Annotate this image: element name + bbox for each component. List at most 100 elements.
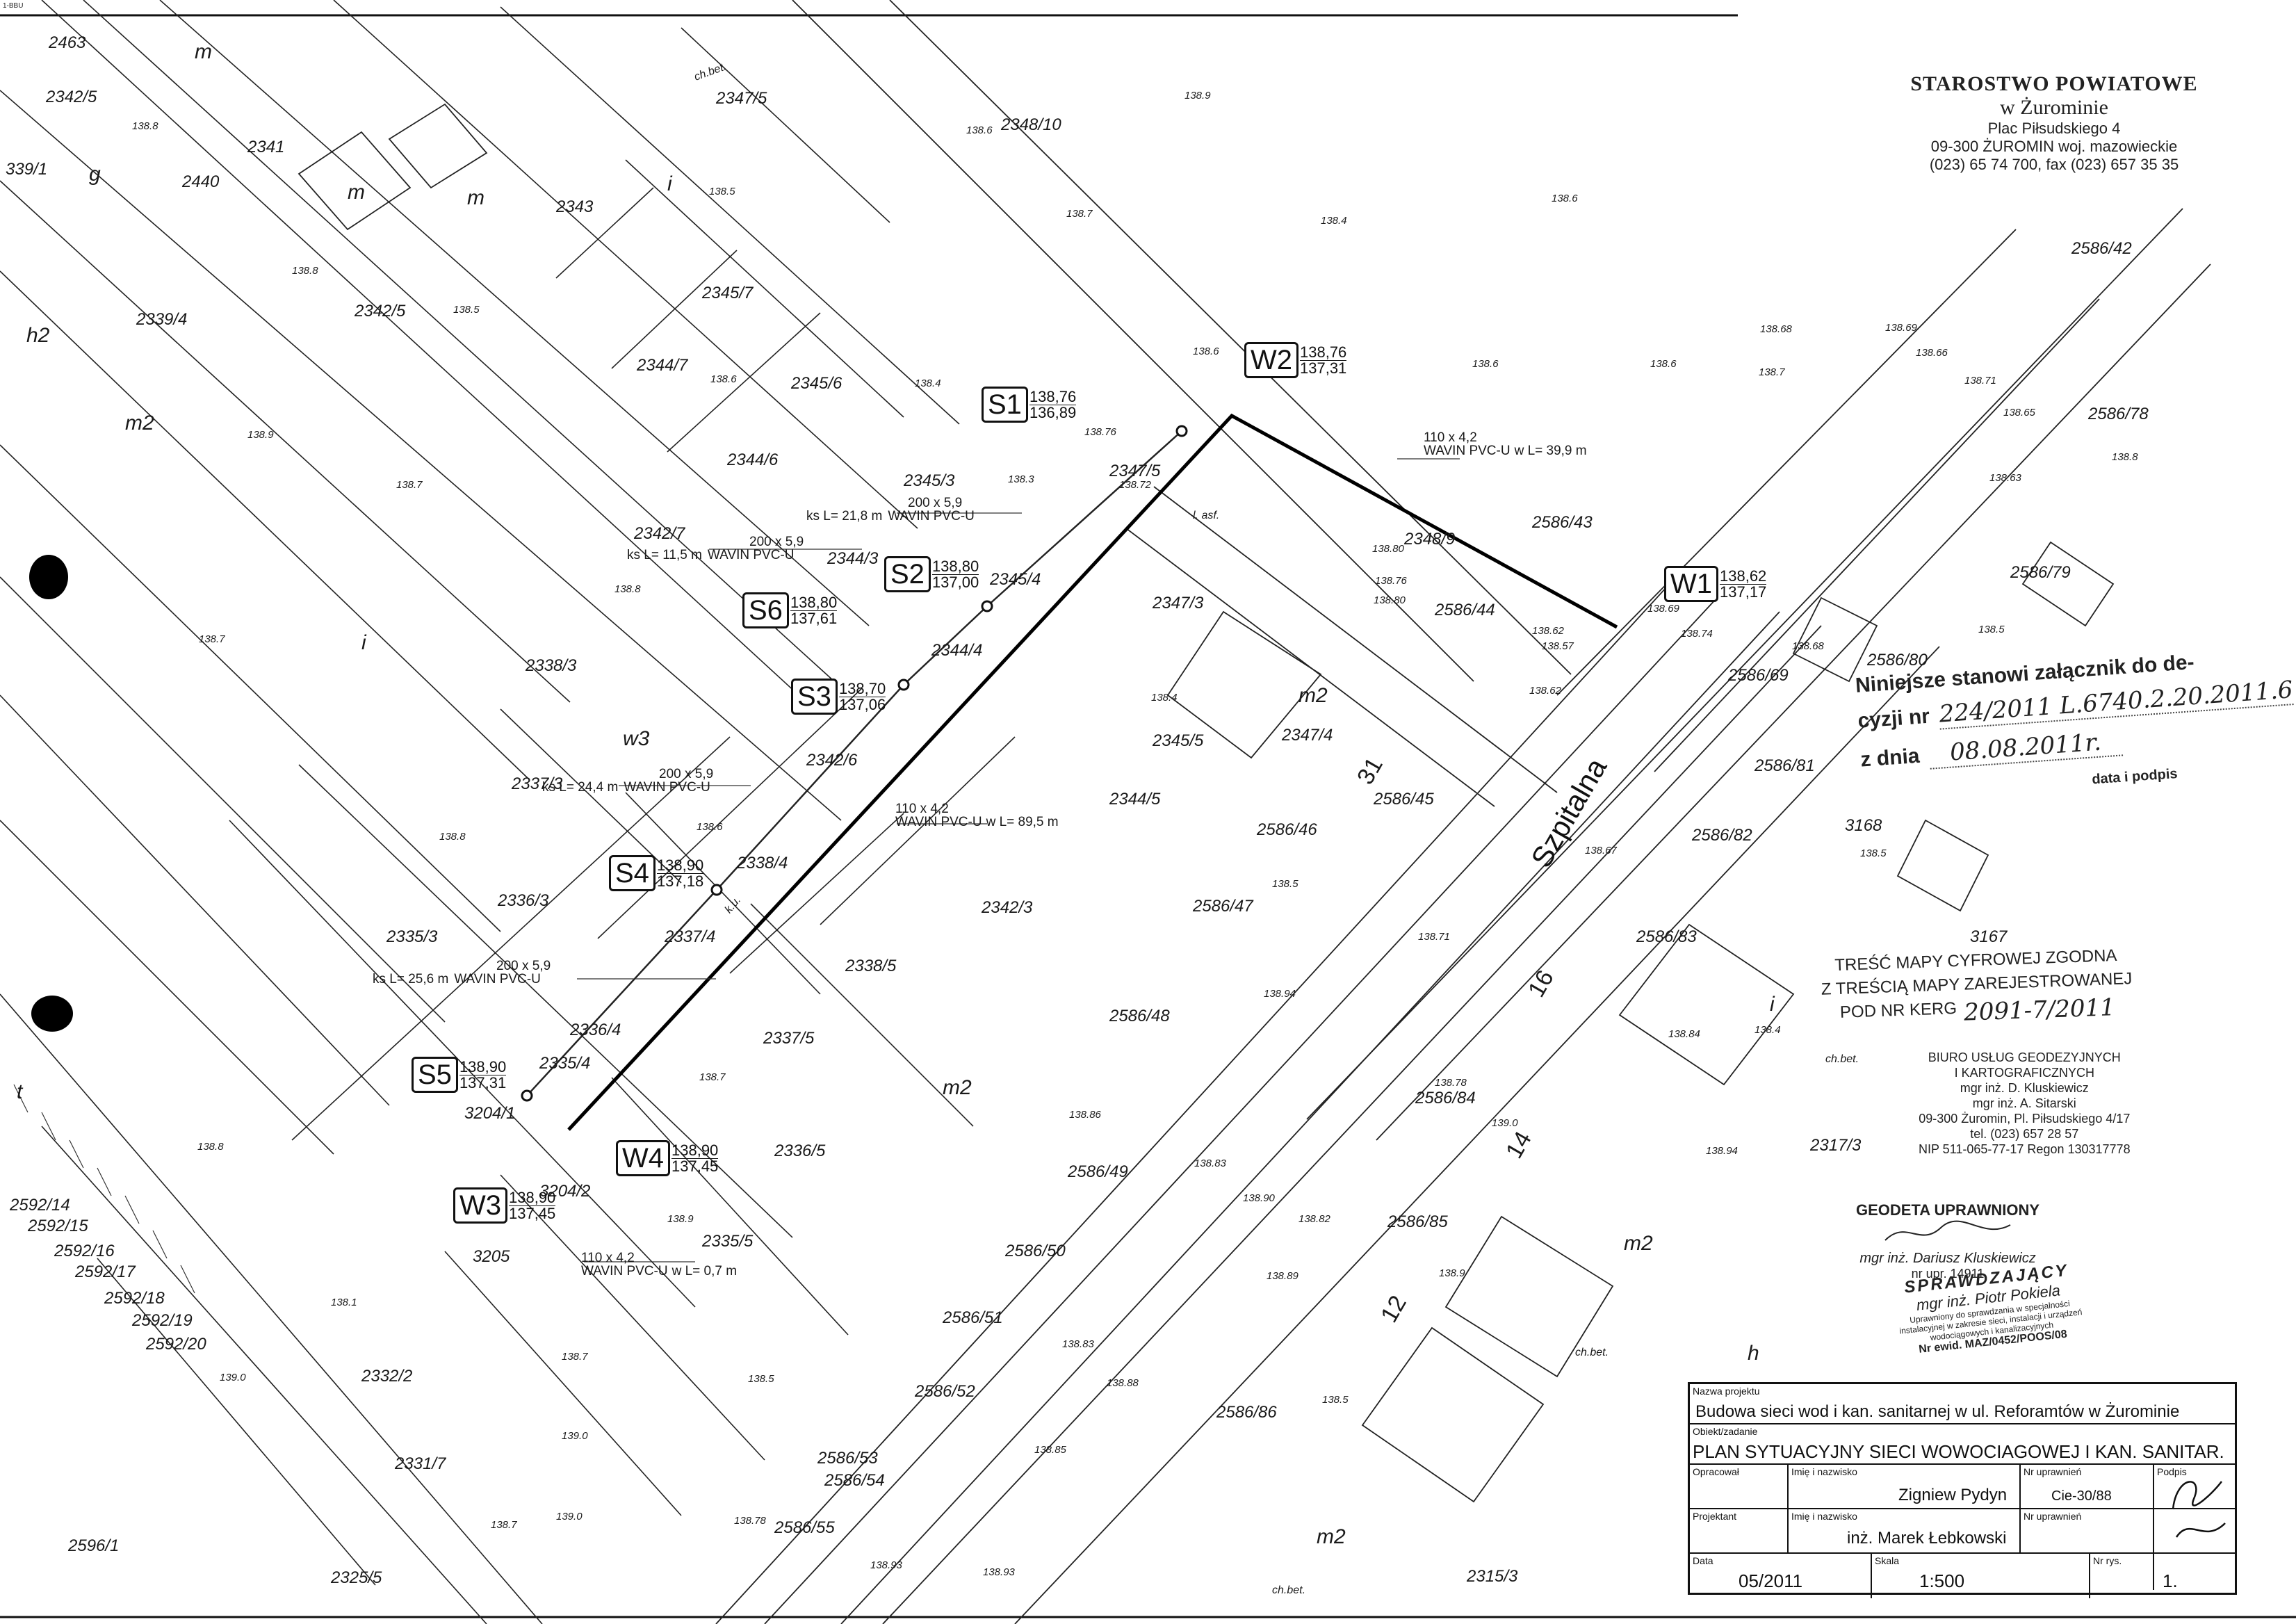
parcel-2592-20: 2592/20	[146, 1335, 206, 1354]
spot-elevation: 138.69	[1647, 603, 1679, 615]
parcel-2592-17: 2592/17	[75, 1262, 136, 1281]
node-levels: 138,70 137,06	[838, 679, 886, 713]
spot-elevation: 138.78	[734, 1515, 766, 1527]
node-levels: 138,90 137,31	[459, 1057, 507, 1091]
title-block: Nazwa projektu Budowa sieci wod i kan. s…	[1688, 1382, 2237, 1598]
spot-elevation: 138.6	[1650, 358, 1677, 370]
spot-elevation: 138.63	[1989, 472, 2021, 484]
parcel-2336-3: 2336/3	[498, 891, 549, 910]
hatch-marks	[13, 1084, 195, 1294]
parcel-2586-53: 2586/53	[817, 1449, 878, 1468]
parcel-2586-51: 2586/51	[943, 1308, 1003, 1327]
parcel-boundaries	[0, 0, 1016, 1624]
parcel-2586-85: 2586/85	[1387, 1212, 1448, 1231]
land-use-i: i	[1770, 993, 1775, 1016]
drafter-license: Cie-30/88	[2051, 1488, 2112, 1504]
spot-elevation: 138.5	[1978, 624, 2005, 635]
parcel-2344-5: 2344/5	[1109, 790, 1161, 809]
parcel-2342-5b: 2342/5	[355, 302, 406, 320]
spot-elevation: 138.7	[562, 1351, 588, 1363]
parcel-2586-55: 2586/55	[774, 1518, 835, 1537]
spot-elevation: 138.67	[1585, 845, 1617, 856]
land-use-h2: h2	[26, 324, 50, 347]
spot-elevation: 138.7	[199, 633, 225, 645]
parcel-2586-43: 2586/43	[1532, 513, 1593, 532]
spot-elevation: 138.66	[1916, 347, 1948, 359]
parcel-2348-9: 2348/9	[1404, 530, 1456, 549]
node-levels: 138,76 137,31	[1300, 343, 1347, 377]
spot-elevation: 138.9	[667, 1213, 694, 1225]
land-use-h: h	[1748, 1342, 1759, 1365]
parcel-2345-6: 2345/6	[791, 374, 842, 393]
land-use-m: m	[195, 40, 212, 63]
parcel-2592-18: 2592/18	[104, 1289, 165, 1308]
spot-elevation: 138.1	[331, 1297, 357, 1308]
parcel-2592-16: 2592/16	[54, 1242, 115, 1260]
drawing-date: 05/2011	[1739, 1570, 1803, 1591]
surveyor-signature	[1884, 1220, 2011, 1241]
spot-elevation: 138.83	[1062, 1338, 1094, 1350]
designer-name: inż. Marek Łebkowski	[1847, 1529, 2007, 1548]
spot-elevation: 138.71	[1418, 931, 1450, 943]
stamp-map-conformity: TREŚĆ MAPY CYFROWEJ ZGODNA Z TREŚCIĄ MAP…	[1821, 945, 2133, 1027]
parcel-2338-4: 2338/4	[737, 854, 788, 872]
node-levels: 138,80 137,00	[931, 557, 979, 591]
parcel-2586-48: 2586/48	[1109, 1007, 1170, 1025]
spot-elevation: 138.7	[491, 1519, 517, 1531]
spot-elevation: 138.4	[1151, 692, 1178, 704]
parcel-2463: 2463	[49, 33, 86, 52]
node-id: S5	[412, 1057, 458, 1093]
node-id: S3	[791, 679, 838, 715]
parcel-2339-4: 2339/4	[136, 310, 188, 329]
line-code-chbet: ch.bet.	[1825, 1053, 1859, 1065]
parcel-2343: 2343	[556, 197, 594, 216]
handwritten-kerg-number: 2091-7/2011	[1963, 993, 2116, 1027]
spot-elevation: 138.8	[197, 1141, 224, 1153]
node-s6: S6 138,80 137,61	[742, 592, 838, 628]
parcel-2347-5a: 2347/5	[716, 89, 767, 108]
node-s3: S3 138,70 137,06	[791, 679, 886, 715]
spot-elevation: 138.8	[132, 120, 158, 132]
parcel-2586-42: 2586/42	[2071, 239, 2132, 258]
parcel-2345-4: 2345/4	[990, 570, 1041, 589]
parcel-2596-1: 2596/1	[68, 1536, 120, 1555]
parcel-2336-5: 2336/5	[774, 1142, 826, 1160]
spot-elevation: 138.6	[1472, 358, 1499, 370]
leader-lines	[577, 458, 1460, 1262]
spot-elevation: 138.8	[439, 831, 466, 843]
object-row: Obiekt/zadanie PLAN SYTUACYJNY SIECI WOW…	[1690, 1423, 2235, 1463]
node-w1: W1 138,62 137,17	[1664, 566, 1767, 602]
sheet-frame	[0, 14, 2296, 1618]
spot-elevation: 138.6	[710, 373, 737, 385]
spot-elevation: 138.69	[1885, 322, 1917, 334]
spot-elevation: 138.6	[966, 124, 993, 136]
spot-elevation: 138.7	[1759, 366, 1785, 378]
spot-elevation: 138.94	[1264, 988, 1296, 1000]
spot-elevation: 138.78	[1435, 1077, 1467, 1089]
parcel-2586-45: 2586/45	[1374, 790, 1434, 809]
parcel-2332-2: 2332/2	[361, 1367, 413, 1386]
spot-elevation: 138.5	[1860, 847, 1887, 859]
node-levels: 138,90 137,45	[509, 1188, 556, 1222]
parcel-2341: 2341	[247, 138, 285, 156]
stamp-survey-office: BIURO USŁUG GEODEZYJNYCH I KARTOGRAFICZN…	[1919, 1050, 2131, 1156]
signature-mark	[2172, 1481, 2226, 1538]
parcel-2335-5: 2335/5	[702, 1232, 754, 1251]
parcel-2342-5: 2342/5	[46, 88, 97, 106]
spot-elevation: 138.6	[697, 821, 723, 833]
land-use-m2: m2	[943, 1076, 972, 1099]
spot-elevation: 138.93	[870, 1559, 902, 1571]
spot-elevation: 138.5	[453, 304, 480, 316]
spot-elevation: 138.65	[2003, 407, 2035, 419]
parcel-2331-7: 2331/7	[395, 1454, 446, 1473]
road-corridor	[298, 0, 2211, 1624]
parcel-2586-82: 2586/82	[1692, 826, 1752, 845]
parcel-2586-50: 2586/50	[1005, 1242, 1066, 1260]
parcel-2586-83: 2586/83	[1636, 927, 1697, 946]
line-code-chbet: ch.bet.	[1272, 1584, 1306, 1596]
spot-elevation: 138.7	[699, 1071, 726, 1083]
spot-elevation: 138.86	[1069, 1109, 1101, 1121]
drawing-scale: 1:500	[1919, 1570, 1965, 1591]
